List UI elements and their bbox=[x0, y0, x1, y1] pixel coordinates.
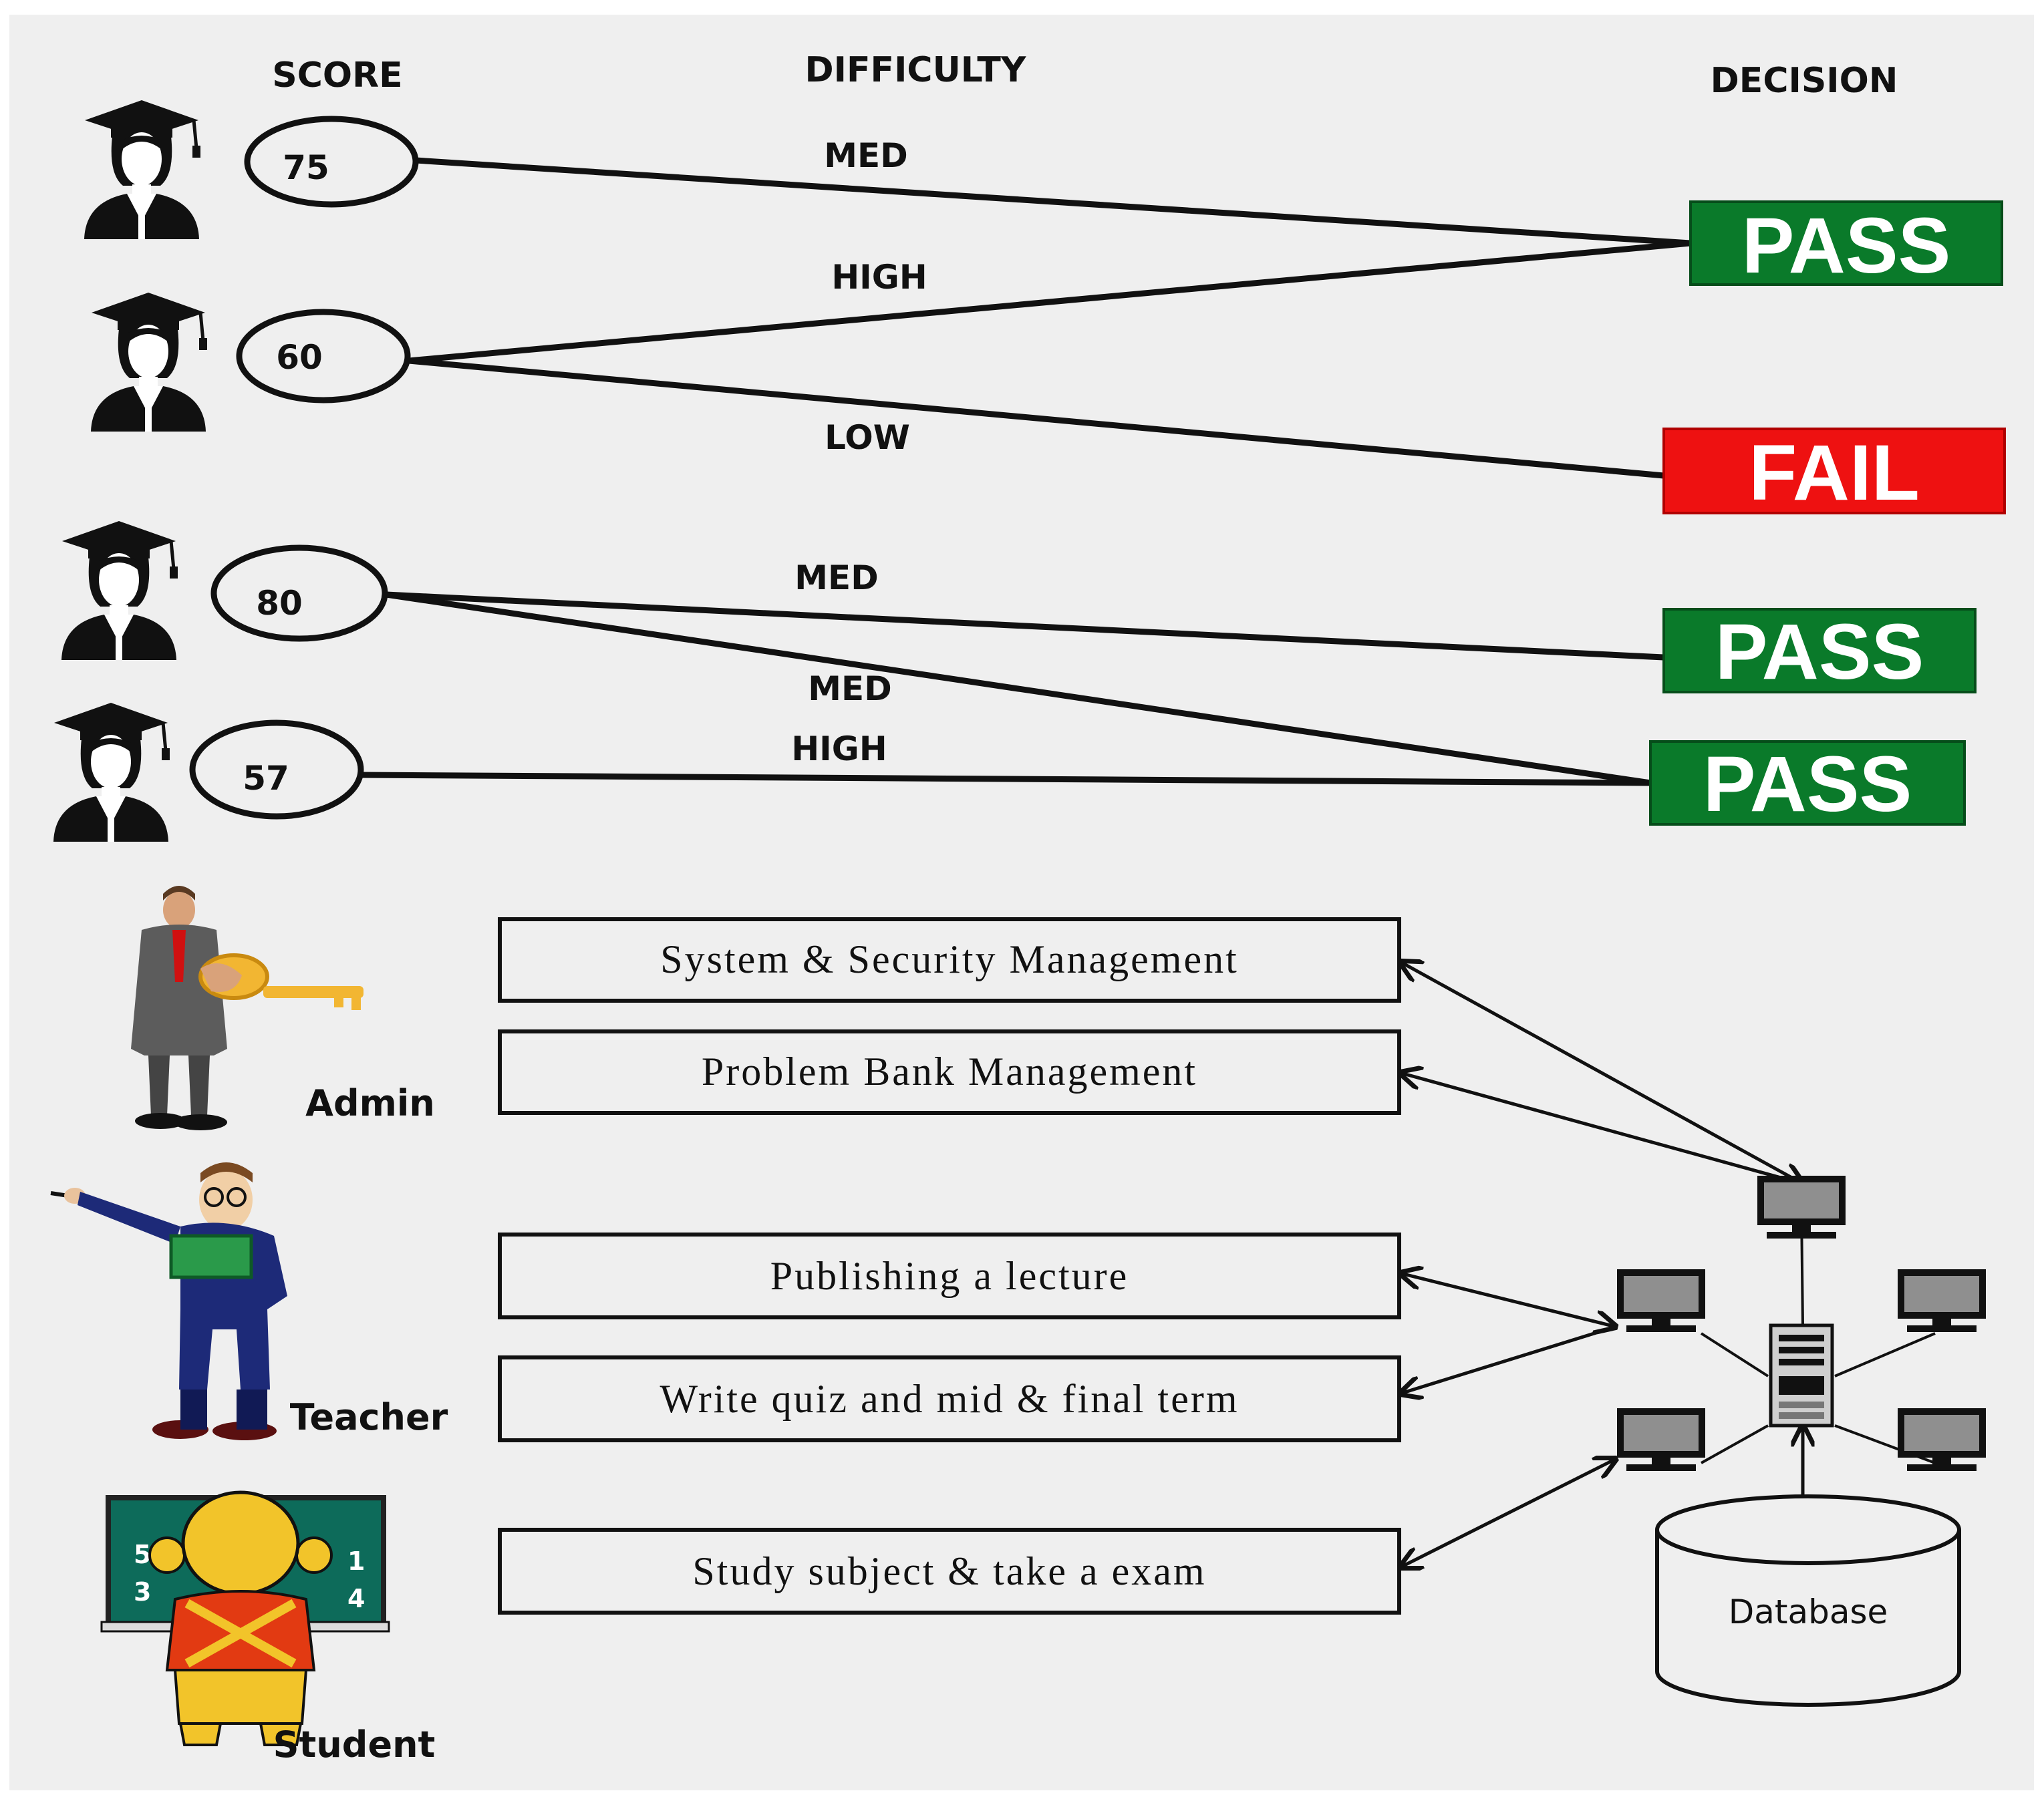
function-label: Study subject & take a exam bbox=[692, 1549, 1206, 1593]
decision-label: PASS bbox=[1715, 608, 1924, 696]
decision-box-bg bbox=[1689, 200, 2003, 286]
decision-box-bg bbox=[1649, 740, 1966, 826]
teacher-label: Teacher bbox=[290, 1396, 448, 1438]
edge-75-pass bbox=[415, 157, 1691, 247]
admin-label: Admin bbox=[305, 1082, 435, 1124]
difficulty-label: HIGH bbox=[831, 258, 927, 297]
difficulty-label: MED bbox=[794, 558, 878, 597]
difficulty-label: LOW bbox=[825, 418, 910, 457]
decision-box-4: PASS bbox=[1649, 740, 1966, 828]
teacher-figure bbox=[50, 1162, 287, 1440]
student-row-2: 60 bbox=[91, 293, 411, 432]
function-box-4: Write quiz and mid & final term bbox=[498, 1355, 1401, 1442]
student-row-4: 57 bbox=[53, 703, 364, 842]
function-label: System & Security Management bbox=[660, 937, 1239, 981]
student-figure: 5 3 1 4 bbox=[100, 1490, 390, 1746]
decision-box-2: FAIL bbox=[1662, 428, 2006, 517]
decision-label: FAIL bbox=[1749, 429, 1920, 517]
difficulty-header: DIFFICULTY bbox=[805, 50, 1027, 90]
function-box-1: System & Security Management bbox=[498, 917, 1401, 1003]
score-circle bbox=[244, 116, 419, 208]
edge-80-pass-2 bbox=[386, 591, 1651, 786]
student-label: Student bbox=[273, 1724, 436, 1766]
score-value: 75 bbox=[283, 148, 329, 187]
score-value: 57 bbox=[243, 759, 289, 798]
decision-box-bg bbox=[1662, 428, 2006, 514]
database-cylinder bbox=[1655, 1494, 1961, 1707]
book-icon bbox=[169, 1234, 253, 1279]
score-value: 80 bbox=[256, 584, 303, 623]
decision-header: DECISION bbox=[1711, 61, 1898, 101]
server-icon bbox=[1769, 1323, 1834, 1428]
edge-60-fail bbox=[408, 357, 1664, 479]
difficulty-label: MED bbox=[824, 136, 907, 175]
score-circle bbox=[236, 309, 411, 403]
decision-box-3: PASS bbox=[1662, 608, 1977, 696]
svg-text:4: 4 bbox=[347, 1584, 365, 1613]
decision-label: PASS bbox=[1703, 740, 1912, 828]
function-label: Publishing a lecture bbox=[770, 1254, 1129, 1298]
function-label: Write quiz and mid & final term bbox=[660, 1377, 1239, 1421]
function-box-5: Study subject & take a exam bbox=[498, 1528, 1401, 1615]
database-label: Database bbox=[1729, 1593, 1888, 1631]
edge-60-pass bbox=[408, 240, 1691, 364]
difficulty-label: MED bbox=[808, 669, 891, 708]
function-label: Problem Bank Management bbox=[702, 1049, 1197, 1094]
score-circle bbox=[210, 544, 388, 642]
difficulty-label: HIGH bbox=[791, 729, 887, 768]
function-box-3: Publishing a lecture bbox=[498, 1233, 1401, 1319]
admin-figure bbox=[131, 886, 363, 1130]
decision-box-bg bbox=[1662, 608, 1977, 693]
function-box-2: Problem Bank Management bbox=[498, 1029, 1401, 1115]
decision-label: PASS bbox=[1742, 202, 1951, 290]
svg-text:3: 3 bbox=[134, 1577, 151, 1607]
score-header: SCORE bbox=[272, 55, 402, 96]
svg-text:1: 1 bbox=[347, 1546, 365, 1576]
student-row-1: 75 bbox=[84, 100, 419, 239]
decision-box-1: PASS bbox=[1689, 200, 2003, 290]
score-circle bbox=[189, 719, 364, 820]
edge-80-pass bbox=[386, 591, 1664, 661]
student-row-3: 80 bbox=[61, 521, 388, 660]
edge-57-pass bbox=[360, 772, 1651, 786]
connection-lines bbox=[360, 157, 1691, 786]
score-value: 60 bbox=[276, 338, 323, 377]
